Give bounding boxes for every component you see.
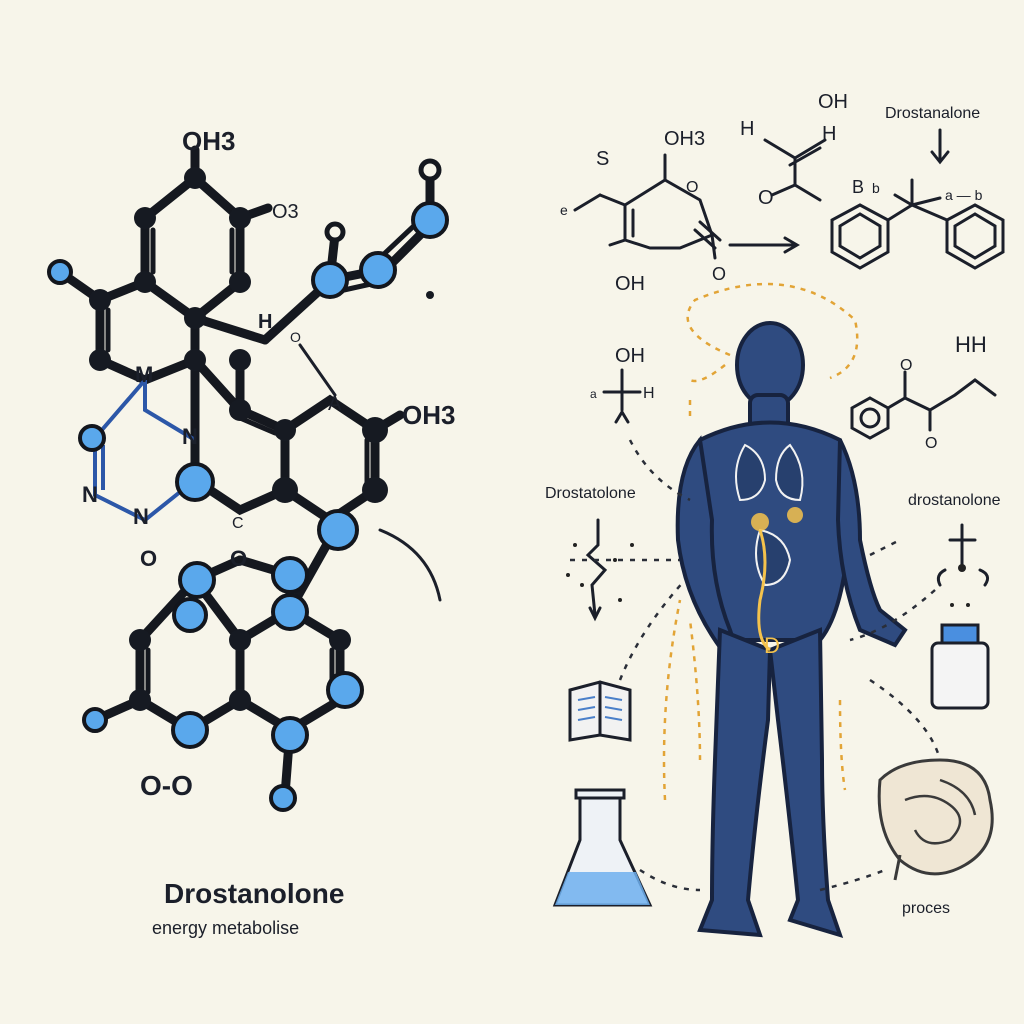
s4-h: H xyxy=(643,385,655,402)
molecule-title: Drostanolone xyxy=(164,878,344,909)
d-marker: D xyxy=(764,633,780,658)
atom-label-n1: N xyxy=(182,424,198,449)
intestine-icon xyxy=(877,758,994,881)
atom-label-m: M xyxy=(135,362,153,387)
atom-label-n2: N xyxy=(82,482,98,507)
s3-b: B xyxy=(852,177,864,197)
s3-h: b xyxy=(872,180,880,196)
s1-o: O xyxy=(686,179,698,196)
atom-label-o3: O3 xyxy=(272,201,299,223)
cross-icon xyxy=(936,523,990,607)
atom-label-c: C xyxy=(232,515,244,532)
atom-label-a: A xyxy=(328,393,342,415)
atom-label-h: H xyxy=(258,311,272,333)
s1-left: e xyxy=(560,202,568,218)
s4-a: a xyxy=(590,387,597,401)
structure-4: OH a H xyxy=(590,345,655,424)
bottle-icon xyxy=(930,623,990,710)
atom-label-o-small: O xyxy=(290,329,301,345)
s1-oh3: OH3 xyxy=(664,128,705,150)
label-drostanolone-right: drostanolone xyxy=(908,492,1001,509)
atom-label-o-mid: O xyxy=(230,546,247,571)
right-ring xyxy=(280,394,380,526)
atom-label-top: OH3 xyxy=(182,126,235,156)
s5-o1: O xyxy=(900,357,912,374)
structure-3: Drostanalone B b a — b xyxy=(830,105,1005,270)
s1-o-bottom: O xyxy=(712,264,726,284)
structure-5: HH O O xyxy=(850,332,997,452)
flask-icon xyxy=(552,788,653,907)
label-drostatolone-left: Drostatolone xyxy=(545,485,636,502)
label-drostanalone-top: Drostanalone xyxy=(885,105,980,122)
atom-label-n3: N xyxy=(133,504,149,529)
zigzag-icon xyxy=(566,518,634,622)
s2-oh: OH xyxy=(818,91,848,113)
s1-s: S xyxy=(596,148,609,170)
s1-oh: OH xyxy=(615,273,645,295)
atom-label-o-left: O xyxy=(140,546,157,571)
book-icon xyxy=(568,680,632,742)
structure-1: S OH3 O e OH O xyxy=(560,128,800,295)
atom-label-o-bottom: O-O xyxy=(140,770,193,801)
lungs-icon xyxy=(735,443,767,502)
label-proces: proces xyxy=(902,900,950,917)
human-figure-icon: D xyxy=(675,321,908,939)
s4-oh: OH xyxy=(615,345,645,367)
atom-label-oh3-right: OH3 xyxy=(402,400,455,430)
s2-o: O xyxy=(758,187,774,209)
molecule-3d: OH3 O3 H O A OH3 M N N N C O O O-O xyxy=(47,126,455,812)
structure-2: OH H H O xyxy=(740,91,848,209)
s2-h2: H xyxy=(822,123,836,145)
s5-o2: O xyxy=(925,435,937,452)
molecule-subtitle: energy metabolise xyxy=(152,918,299,938)
s2-h: H xyxy=(740,118,754,140)
s3-bh: a — b xyxy=(945,187,983,203)
s5-hh: HH xyxy=(955,332,987,357)
top-ring xyxy=(140,173,245,324)
